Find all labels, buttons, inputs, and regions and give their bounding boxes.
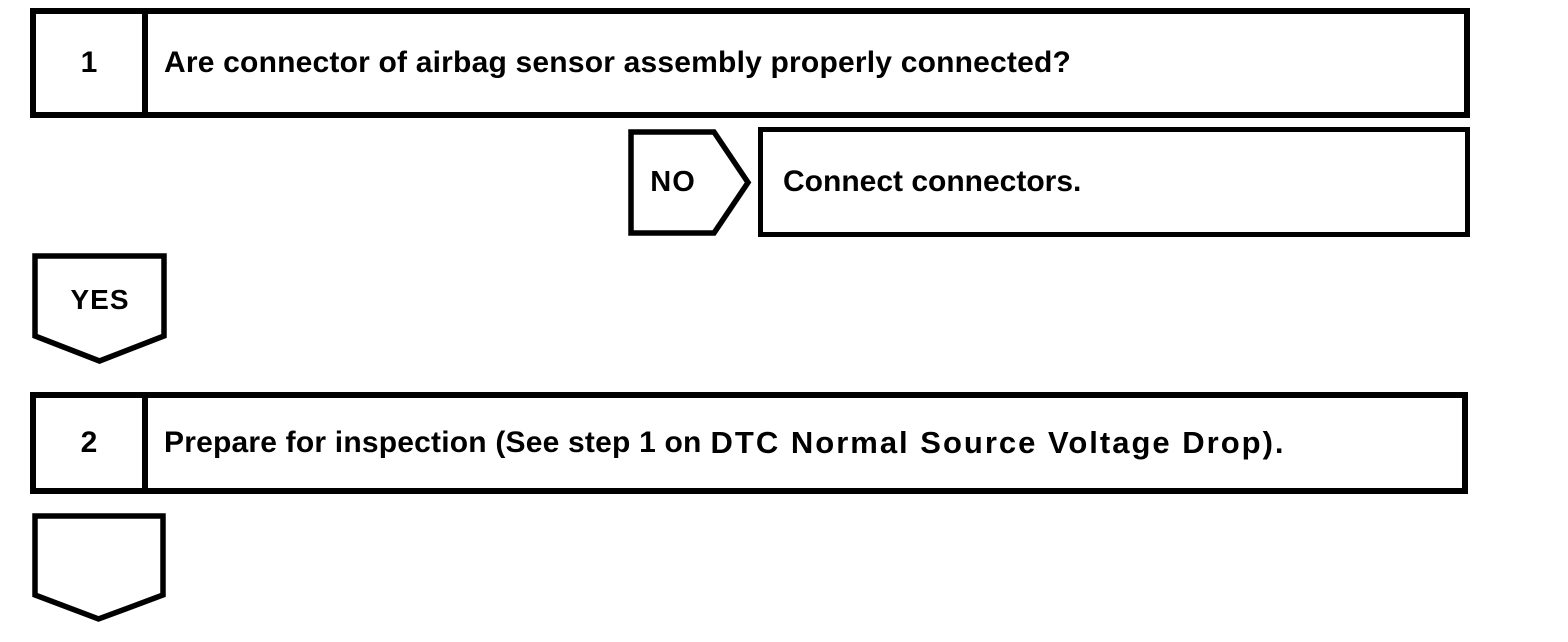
flow-continuation-tag	[32, 513, 168, 625]
no-branch-tag: NO	[628, 129, 752, 236]
step-1-box: 1 Are connector of airbag sensor assembl…	[30, 8, 1470, 118]
step-2-number: 2	[36, 398, 148, 488]
no-arrow-right-icon	[628, 129, 752, 236]
step-2-instruction-prefix: Prepare for inspection (See step 1 on	[164, 426, 702, 459]
yes-arrow-down-icon	[32, 253, 167, 364]
step-1-number: 1	[36, 14, 148, 112]
no-branch-label: NO	[650, 166, 696, 198]
step-1-question: Are connector of airbag sensor assembly …	[164, 46, 1072, 79]
no-action-box: Connect connectors.	[758, 127, 1470, 237]
yes-branch-label: YES	[70, 284, 130, 315]
flow-arrow-down-icon	[32, 513, 166, 622]
step-2-instruction-reference: DTC Normal Source Voltage Drop).	[710, 425, 1286, 460]
yes-branch-tag: YES	[32, 253, 168, 365]
